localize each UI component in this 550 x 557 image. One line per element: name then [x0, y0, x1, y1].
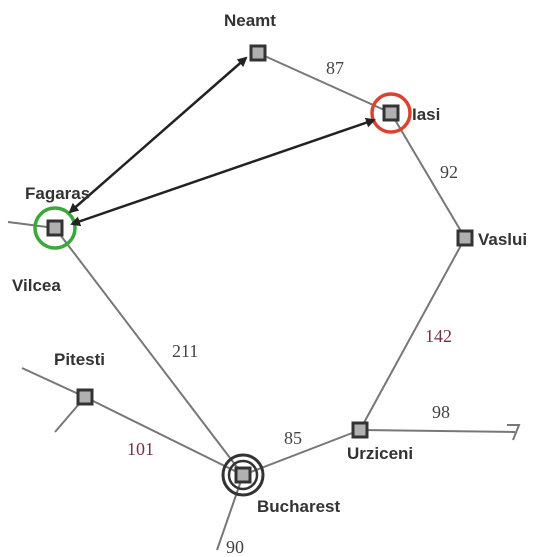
- road-pitesti-west: [21, 367, 86, 398]
- node-iasi: [382, 104, 400, 122]
- distance-urziceni-bucharest: 85: [284, 428, 302, 448]
- iasi-highlight-circle: [370, 92, 412, 134]
- label-bucharest: Bucharest: [257, 497, 340, 516]
- road-east-end: [507, 424, 521, 441]
- arrow-fagaras-iasi: [70, 117, 376, 227]
- road-iasi-vaslui: [390, 112, 466, 239]
- label-vilcea: Vilcea: [12, 276, 61, 295]
- distance-urziceni-east: 98: [432, 402, 450, 422]
- road-pitesti-bucharest: [84, 396, 244, 476]
- label-fagaras: Fagaras: [25, 184, 90, 203]
- distance-pitesti-bucharest: 101: [127, 439, 154, 459]
- distance-vaslui-urziceni: 142: [425, 326, 452, 346]
- road-vaslui-urziceni: [359, 237, 466, 431]
- road-neamt-iasi: [257, 52, 392, 114]
- node-bucharest: [234, 466, 252, 484]
- fagaras-highlight-circle: [33, 206, 77, 250]
- arrow-fagaras-neamt: [68, 56, 248, 214]
- node-fagaras: [46, 219, 64, 237]
- distance-fagaras-bucharest: 211: [172, 341, 198, 361]
- distance-neamt-iasi: 87: [326, 58, 344, 78]
- road-urziceni-east: [359, 429, 516, 433]
- node-vaslui: [456, 229, 474, 247]
- node-neamt: [249, 44, 267, 62]
- node-urziceni: [351, 421, 369, 439]
- label-iasi: Iasi: [412, 105, 440, 124]
- bucharest-goal-ring-inner: [227, 459, 259, 491]
- road-fagaras-bucharest: [54, 227, 244, 476]
- bucharest-goal-ring-outer: [221, 453, 265, 497]
- distance-iasi-vaslui: 92: [440, 162, 458, 182]
- label-neamt: Neamt: [224, 11, 276, 30]
- label-pitesti: Pitesti: [54, 350, 105, 369]
- distance-bucharest-south: 90: [226, 537, 244, 557]
- label-urziceni: Urziceni: [347, 444, 413, 463]
- label-vaslui: Vaslui: [478, 230, 527, 249]
- node-pitesti: [76, 388, 94, 406]
